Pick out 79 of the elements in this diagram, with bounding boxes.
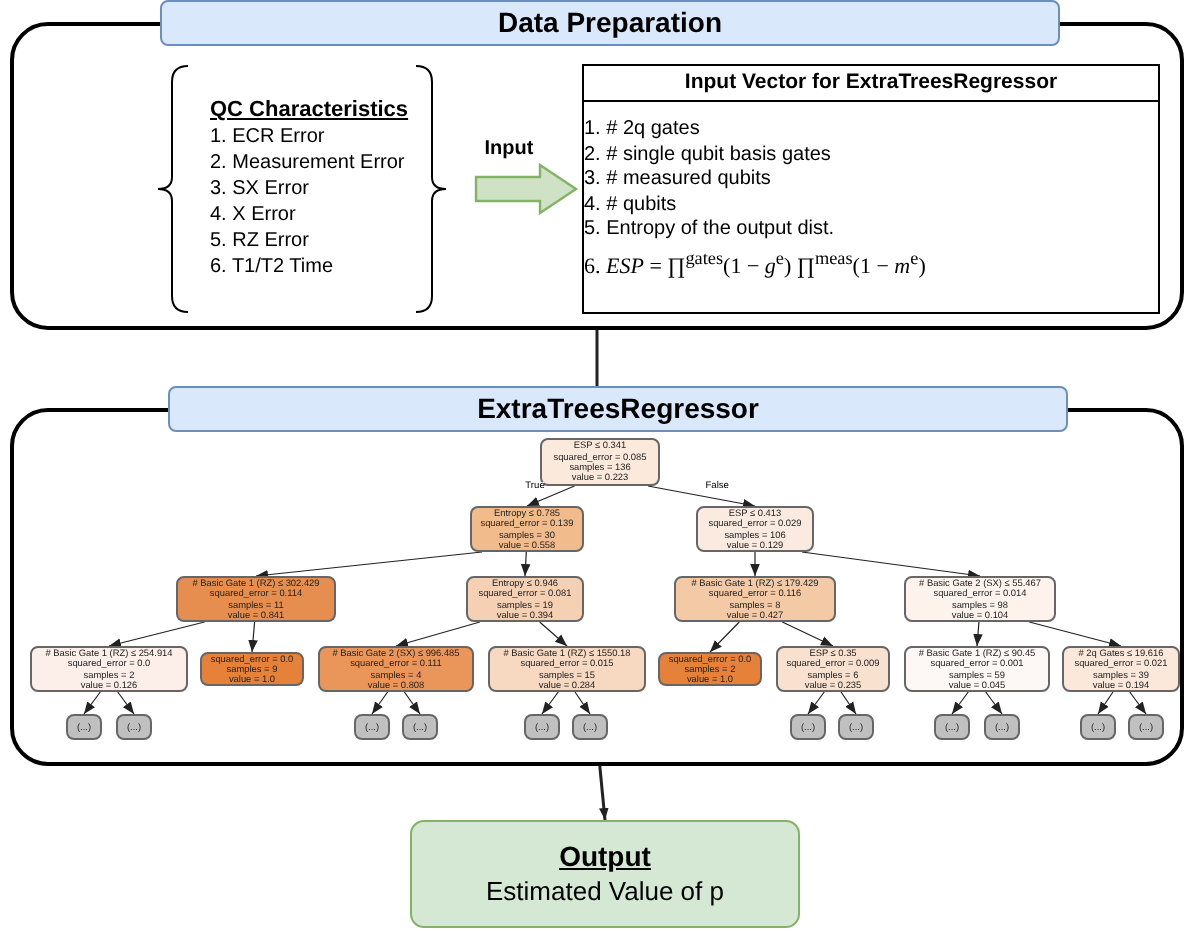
list-item: 5. Entropy of the output dist. <box>584 218 835 243</box>
section-heading: ExtraTreesRegressor <box>168 386 1068 432</box>
collapsed-node <box>116 714 152 740</box>
arrow <box>598 765 609 821</box>
tree-node <box>488 646 646 692</box>
arrow <box>973 621 983 647</box>
brace-group <box>156 64 448 314</box>
tree-node <box>466 576 584 622</box>
tree-node <box>1062 646 1180 692</box>
collapsed-node <box>790 714 826 740</box>
arrow <box>541 691 559 715</box>
arrow <box>781 621 834 647</box>
arrow <box>801 551 981 580</box>
output-heading: Output <box>559 838 651 874</box>
tree-node <box>904 646 1050 692</box>
output-text: Estimated Value of p <box>486 874 724 910</box>
arrow <box>520 551 531 577</box>
arrow <box>985 691 1003 715</box>
arrow <box>1028 621 1122 648</box>
tree-node <box>318 646 474 692</box>
list-item: 1. ECR Error <box>210 124 325 150</box>
arrow <box>83 691 101 715</box>
tree-node <box>776 646 890 692</box>
list-item: 3. # measured qubits <box>584 168 771 193</box>
output-box <box>410 820 800 928</box>
arrow <box>574 691 591 715</box>
arrow <box>395 621 481 648</box>
collapsed-node <box>1080 714 1116 740</box>
arrow <box>709 621 740 653</box>
arrow <box>750 551 760 577</box>
list-item: 3. SX Error <box>210 176 309 202</box>
section-panel <box>10 386 1184 766</box>
tree-node <box>904 576 1056 622</box>
list-heading: QC Characteristics <box>210 98 409 124</box>
tree-node <box>674 576 836 622</box>
table-header: Input Vector for ExtraTreesRegressor <box>584 66 1158 102</box>
tree-node <box>176 576 336 622</box>
collapsed-node <box>1128 714 1164 740</box>
arrow <box>403 691 421 715</box>
arrow <box>526 485 576 507</box>
arrow <box>248 621 258 653</box>
arrow <box>108 621 206 648</box>
arrow <box>371 691 389 715</box>
collapsed-node <box>838 714 874 740</box>
tree-node <box>658 652 762 686</box>
collapsed-node <box>354 714 390 740</box>
tree-node <box>696 506 814 552</box>
list-item: 4. X Error <box>210 202 296 228</box>
arrow <box>840 691 857 715</box>
section-heading: Data Preparation <box>160 0 1060 46</box>
collapsed-node <box>66 714 102 740</box>
arrow <box>1097 691 1114 715</box>
collapsed-node <box>984 714 1020 740</box>
list-item: 2. # single qubit basis gates <box>584 143 831 168</box>
section-panel <box>10 0 1184 330</box>
tree-node <box>200 652 304 686</box>
tree-node <box>470 506 584 552</box>
list-item: 6. T1/T2 Time <box>210 254 334 280</box>
arrow <box>539 621 568 647</box>
collapsed-node <box>572 714 608 740</box>
arrow <box>255 551 483 580</box>
connector-line <box>595 330 599 386</box>
list-item: 2. Measurement Error <box>210 150 405 176</box>
feature-table <box>582 64 1160 314</box>
tree-node <box>30 646 188 692</box>
arrow <box>807 691 825 715</box>
arrow <box>117 691 135 715</box>
arrow <box>951 691 969 715</box>
list-item: 6. ESP = ∏$^{gates}$(1 − g$^{e}$) ∏$^{meas}$(1 − m$^{e}$) <box>584 245 926 283</box>
edge-label: Input <box>484 137 534 161</box>
collapsed-node <box>524 714 560 740</box>
block-arrow <box>474 162 579 216</box>
arrow <box>1129 691 1147 715</box>
collapsed-node <box>934 714 970 740</box>
list-item: 4. # qubits <box>584 193 677 218</box>
list-item: 5. RZ Error <box>210 228 309 254</box>
list-item: 1. # 2q gates <box>584 118 700 143</box>
collapsed-node <box>402 714 438 740</box>
arrow <box>647 485 756 509</box>
